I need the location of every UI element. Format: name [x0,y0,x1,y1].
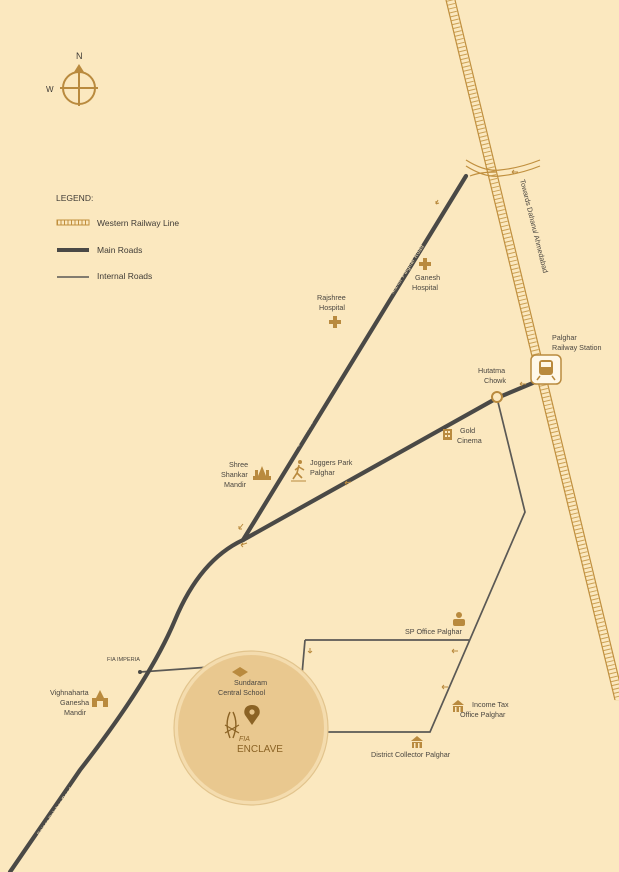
compass-icon: N W [46,51,98,106]
ganesha-mandir-label-2: Ganesha [60,698,89,707]
fia-imperia-marker [138,670,142,674]
legend-main-label: Main Roads [97,245,142,255]
hutatma-chowk-marker [491,391,503,403]
joggers-park-label: Joggers Park [310,458,353,467]
hutatma-chowk-label: Hutatma [478,366,505,375]
road-label-boisar: Boisar Palghar Road [37,787,75,837]
ganesha-mandir-label: Vighnaharta [50,688,89,697]
shankar-mandir-label: Shree [229,460,248,469]
rajshree-hospital-label-2: Hospital [319,303,345,312]
location-pin-icon [244,705,260,725]
compass-north: N [76,51,83,61]
railway-junction [465,159,541,177]
rajshree-hospital-label: Rajshree [317,293,346,302]
logo-small: FIA [239,736,250,743]
sp-office-label: SP Office Palghar [405,627,462,636]
shankar-mandir-label-3: Mandir [224,480,247,489]
income-tax-label: Income Tax [472,700,509,709]
temple-icon [253,466,271,480]
collector-label: District Collector Palghar [371,750,451,759]
legend: LEGEND: Western Railway Line Main Roads … [56,193,179,281]
fia-enclave-logo: FIA ENCLAVE [224,711,283,755]
station-label: Palghar [552,333,577,342]
temple-icon-2 [92,690,108,707]
ganesh-hospital-label: Ganesh [415,273,440,282]
income-tax-icon [452,700,464,712]
towards-label-1: Towards Dahanu/ Ahmedabad [518,178,550,274]
police-icon [453,612,465,626]
compass-west: W [46,85,54,94]
legend-title: LEGEND: [56,193,93,203]
gold-cinema-label-2: Cinema [457,436,482,445]
gold-cinema-label: Gold [460,426,475,435]
fia-imperia-label: FIA IMPERIA [107,657,140,663]
logo-large: ENCLAVE [237,744,283,755]
legend-railway-swatch [56,219,90,226]
hutatma-chowk-label-2: Chowk [484,376,506,385]
legend-internal-label: Internal Roads [97,271,152,281]
ganesh-hospital-label-2: Hospital [412,283,438,292]
school-label: Sundaram [234,678,267,687]
train-icon [530,354,562,385]
rajshree-hospital-icon [329,316,341,328]
station-label-2: Railway Station [552,343,602,352]
shankar-mandir-label-2: Shankar [221,470,248,479]
cinema-icon [443,429,452,440]
ganesh-hospital-icon [419,258,431,270]
legend-railway-label: Western Railway Line [97,218,179,228]
direction-arrows [238,169,526,723]
joggers-park-label-2: Palghar [310,468,335,477]
project-area [173,650,329,806]
income-tax-label-2: Office Palghar [460,710,506,719]
school-icon [232,667,248,677]
collector-icon [411,736,423,748]
jogger-icon [291,460,306,482]
ganesha-mandir-label-3: Mandir [64,708,87,717]
school-label-2: Central School [218,688,266,697]
